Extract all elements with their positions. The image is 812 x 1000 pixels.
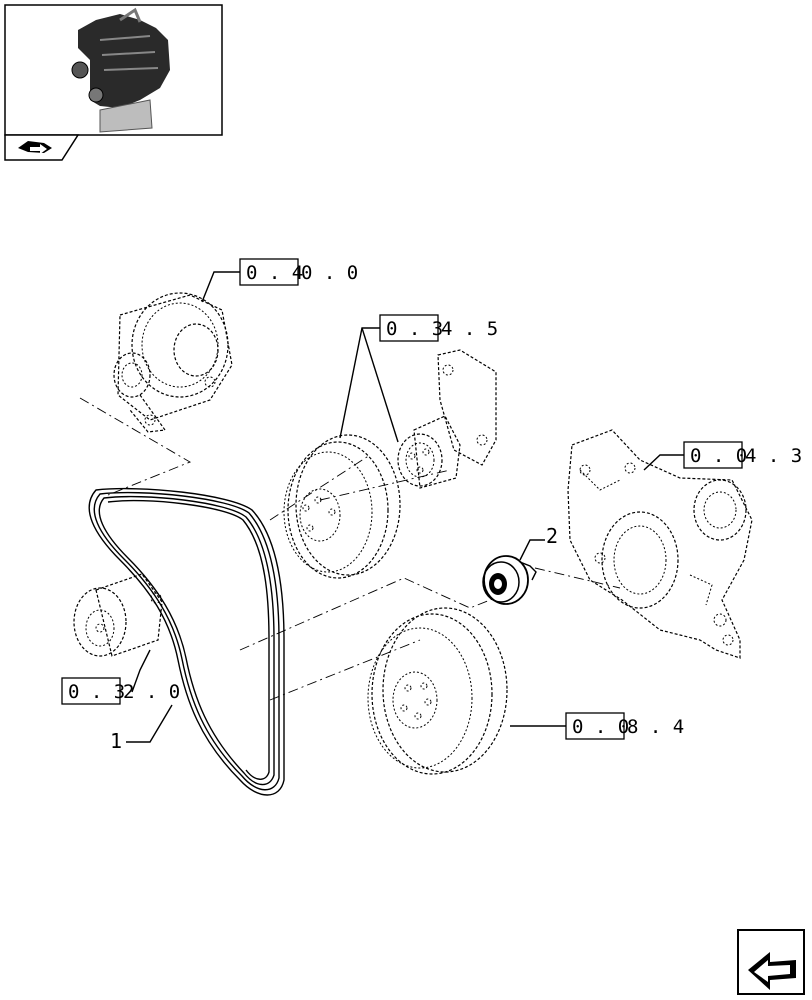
ref-timing-cover[interactable]: 0 . 0 4 . 3 xyxy=(683,441,802,469)
ref-timing-cover-boxed: 0 . 0 xyxy=(690,445,747,467)
alternator xyxy=(113,292,233,433)
callout-belt: 1 xyxy=(110,729,122,753)
book-arrow-icon xyxy=(18,141,52,154)
ref-water-pump[interactable]: 0 . 3 4 . 5 xyxy=(379,314,498,342)
engine-thumbnail-icon xyxy=(71,7,170,133)
ref-water-pump-rest: 4 . 5 xyxy=(441,318,498,340)
callout-tensioner: 2 xyxy=(546,524,558,548)
ref-damper-rest: 8 . 4 xyxy=(627,716,684,738)
water-pump xyxy=(397,349,497,489)
poly-v-belt xyxy=(88,487,285,796)
next-page-arrow-icon xyxy=(748,952,796,990)
thumbnail-tab[interactable] xyxy=(4,134,80,161)
next-page-button[interactable] xyxy=(737,929,805,995)
ref-timing-cover-rest: 4 . 3 xyxy=(745,445,802,467)
ref-damper[interactable]: 0 . 0 8 . 4 xyxy=(565,712,684,740)
crankshaft-damper xyxy=(367,607,508,775)
ref-alternator[interactable]: 0 . 4 0 . 0 xyxy=(239,258,358,286)
ref-damper-boxed: 0 . 0 xyxy=(572,716,629,738)
engine-thumbnail[interactable] xyxy=(4,4,223,136)
timing-cover xyxy=(567,429,753,659)
ref-fan-drive[interactable]: 0 . 3 2 . 0 xyxy=(61,677,180,705)
ref-fan-drive-rest: 2 . 0 xyxy=(123,681,180,703)
fan-pulley xyxy=(283,434,401,579)
leader-lines xyxy=(126,271,684,743)
ref-alternator-boxed: 0 . 4 xyxy=(246,262,303,284)
ref-fan-drive-boxed: 0 . 3 xyxy=(68,681,125,703)
center-lines xyxy=(79,397,621,701)
ref-alternator-rest: 0 . 0 xyxy=(301,262,358,284)
tensioner-pulley xyxy=(482,555,537,605)
ref-water-pump-boxed: 0 . 3 xyxy=(386,318,443,340)
